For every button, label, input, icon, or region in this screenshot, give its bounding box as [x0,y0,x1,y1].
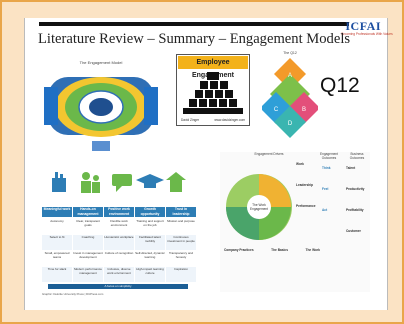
svg-text:A: A [288,73,292,79]
author-name: David Zinger [181,118,200,122]
wheel-col-header-outcomes: Engagement Outcomes [319,152,339,160]
engagement-card-footer: David Zinger www.davidzinger.com [181,118,245,122]
wheel-col-header-business: Business Outcomes [349,152,365,160]
slide-top-bar [39,22,349,26]
wheel-driver-item: Performance [296,204,316,208]
table-source: Graphic: Deloitte University Press | DUP… [42,292,104,296]
wheel-bottom-driver-item: The Basics [271,248,288,252]
svg-text:Engagement: Engagement [250,207,268,211]
icfai-logo: ICFAI Grooming Professionals With Values [341,19,393,42]
table-cell: Mission and purpose [166,219,196,234]
wheel-bottom-driver-item: The Work [305,248,320,252]
table-cell: Continuous investment in people [166,235,196,250]
table-cell: Training and support on the job [135,219,165,234]
engagement-wheel-panel: Engagement Drivers Engagement Outcomes B… [220,152,370,292]
svg-text:The Work: The Work [252,203,266,207]
table-cell: Transparency and honesty [166,251,196,266]
wheel-driver-item: Work [296,162,304,166]
svg-text:The Q12: The Q12 [283,51,297,55]
table-cell: Coaching [73,235,103,250]
table-cell: Self-directed, dynamic learning [135,251,165,266]
table-cell: Clear, transparent goals [73,219,103,234]
table-cell: Select to fit [42,235,72,250]
svg-text:The Engagement Model: The Engagement Model [80,60,123,65]
logo-name: ICFAI [345,19,381,33]
wheel-business-item: Talent [346,166,356,170]
table-header-cell: Hands-on management [73,207,103,217]
table-cell: Invest in management development [73,251,103,266]
wheel-outcome-item: Act [322,208,328,212]
engagement-icons-grid [183,72,243,114]
wheel-outcome-item: Think [322,166,331,170]
wheel-driver-item: Leadership [296,183,314,187]
table-cell: Modern performance management [73,267,103,282]
table-cell: Time for slack [42,267,72,282]
svg-text:B: B [302,107,306,113]
table-header-cell: Growth opportunity [135,207,165,217]
table-cell: Culture of recognition [104,251,134,266]
author-website: www.davidzinger.com [214,118,245,122]
wheel-business-item: Customer [346,229,361,233]
employee-engagement-card: Employee Engagement David Zinger www.dav… [176,54,250,126]
table-cell: Inclusive, diverse work environment [104,267,134,282]
engagement-wheel: The Work Engagement [226,174,292,240]
q12-label: Q12 [320,74,360,97]
wheel-business-item: Profitability [346,208,364,212]
engagement-model-diagram: The Engagement Model [42,57,160,155]
wheel-business-item: Productivity [346,187,365,191]
table-cell: Inspiration [166,267,196,282]
table-cell: Autonomy [42,219,72,234]
table-header-cell: Positive work environment [104,207,134,217]
slide-title: Literature Review – Summary – Engagement… [38,31,351,47]
table-cell: Humanistic workplace [104,235,134,250]
wheel-col-header-drivers: Engagement Drivers [254,152,284,156]
model-icons-row [52,172,186,193]
table-header-cell: Meaningful work [42,207,72,217]
wheel-bottom-driver-item: Company Practices [224,248,254,252]
table-header-cell: Trust in leadership [166,207,196,217]
svg-text:D: D [288,121,293,127]
table-banner: A focus on simplicity [48,284,188,289]
q12-diamond-diagram: The Q12 A C B D [262,51,318,138]
table-cell: Flexible work environment [104,219,134,234]
table-cell: High-impact learning culture [135,267,165,282]
logo-tagline: Grooming Professionals With Values [341,32,393,36]
wheel-bottom-drivers: Company Practices The Basics The Work [224,248,320,252]
svg-text:C: C [274,107,279,113]
table-cell: Facilitated talent mobility [135,235,165,250]
table-cell: Small, empowered teams [42,251,72,266]
wheel-outcome-item: Feel [322,187,329,191]
engagement-card-header: Employee Engagement [178,56,248,79]
